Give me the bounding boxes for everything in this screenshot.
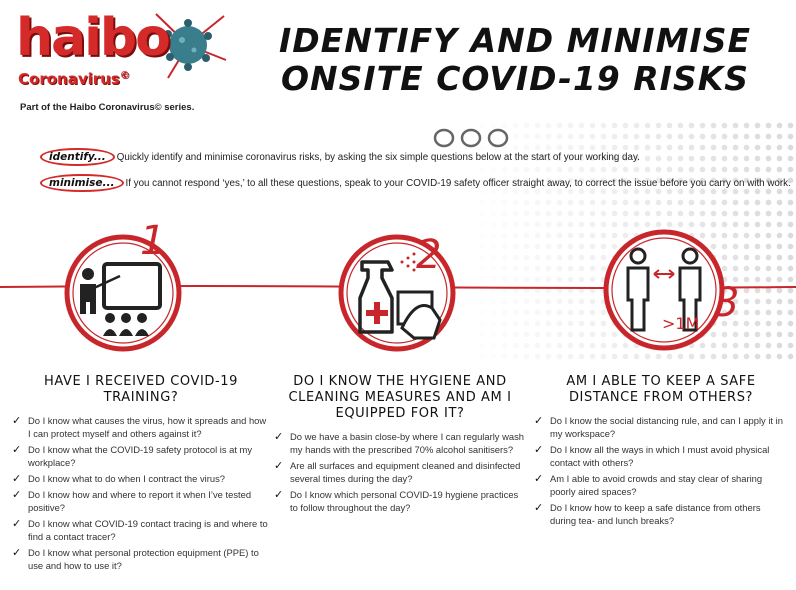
logo-wordmark: haibo [16,8,171,68]
list-item: Do I know what causes the virus, how it … [12,414,270,440]
list-item: Do I know what the COVID-19 safety proto… [12,443,270,469]
list-item: Am I able to avoid crowds and stay clear… [534,472,788,498]
distance-label: >1M [662,314,700,333]
section-hygiene: DO I KNOW THE HYGIENE AND CLEANING MEASU… [274,374,526,517]
logo-subtitle: Coronavirus© [18,70,130,88]
section-heading: DO I KNOW THE HYGIENE AND CLEANING MEASU… [288,374,512,421]
list-item: Do I know all the ways in which I must a… [534,443,788,469]
list-item: Do I know what to do when I contract the… [12,472,270,485]
question-list: Do I know what causes the virus, how it … [12,414,270,572]
minimise-tag: minimise... [40,174,124,192]
section-distance: AM I ABLE TO KEEP A SAFE DISTANCE FROM O… [534,374,788,530]
section-training: HAVE I RECEIVED COVID-19 TRAINING? Do I … [12,374,270,575]
page-title: IDENTIFY AND MINIMISE ONSITE COVID-19 RI… [250,22,780,98]
step-number-1: 1 [140,218,166,264]
list-item: Do we have a basin close-by where I can … [274,430,526,456]
section-heading: HAVE I RECEIVED COVID-19 TRAINING? [43,374,239,405]
minimise-text: If you cannot respond ‘yes,’ to all thes… [125,177,791,189]
list-item: Do I know which personal COVID-19 hygien… [274,488,526,514]
identify-tag: identify... [40,148,115,166]
intro-minimise: minimise... If you cannot respond ‘yes,’… [40,174,791,192]
logo-tagline: Part of the Haibo Coronavirus© series. [20,102,195,113]
three-circles-icon [433,128,509,148]
virus-icon [155,13,227,79]
title-line-1: IDENTIFY AND MINIMISE [278,21,752,60]
list-item: Do I know what COVID-19 contact tracing … [12,517,270,543]
training-presentation-icon [64,234,182,352]
identify-text: Quickly identify and minimise coronaviru… [116,151,640,163]
question-list: Do we have a basin close-by where I can … [274,430,526,514]
section-heading: AM I ABLE TO KEEP A SAFE DISTANCE FROM O… [566,374,756,405]
title-line-2: ONSITE COVID-19 RISKS [280,59,750,98]
question-list: Do I know the social distancing rule, an… [534,414,788,527]
list-item: Do I know how to keep a safe distance fr… [534,501,788,527]
social-distance-icon [603,229,725,351]
intro-identify: identify... Quickly identify and minimis… [40,148,640,166]
sanitiser-spray-icon [338,234,456,352]
list-item: Do I know what personal protection equip… [12,546,270,572]
list-item: Do I know the social distancing rule, an… [534,414,788,440]
list-item: Do I know how and where to report it whe… [12,488,270,514]
haibo-logo: haibo Coronavirus© Part of the Haibo Cor… [8,6,228,116]
step-number-3: 3 [714,280,740,326]
list-item: Are all surfaces and equipment cleaned a… [274,459,526,485]
step-number-2: 2 [416,232,442,278]
